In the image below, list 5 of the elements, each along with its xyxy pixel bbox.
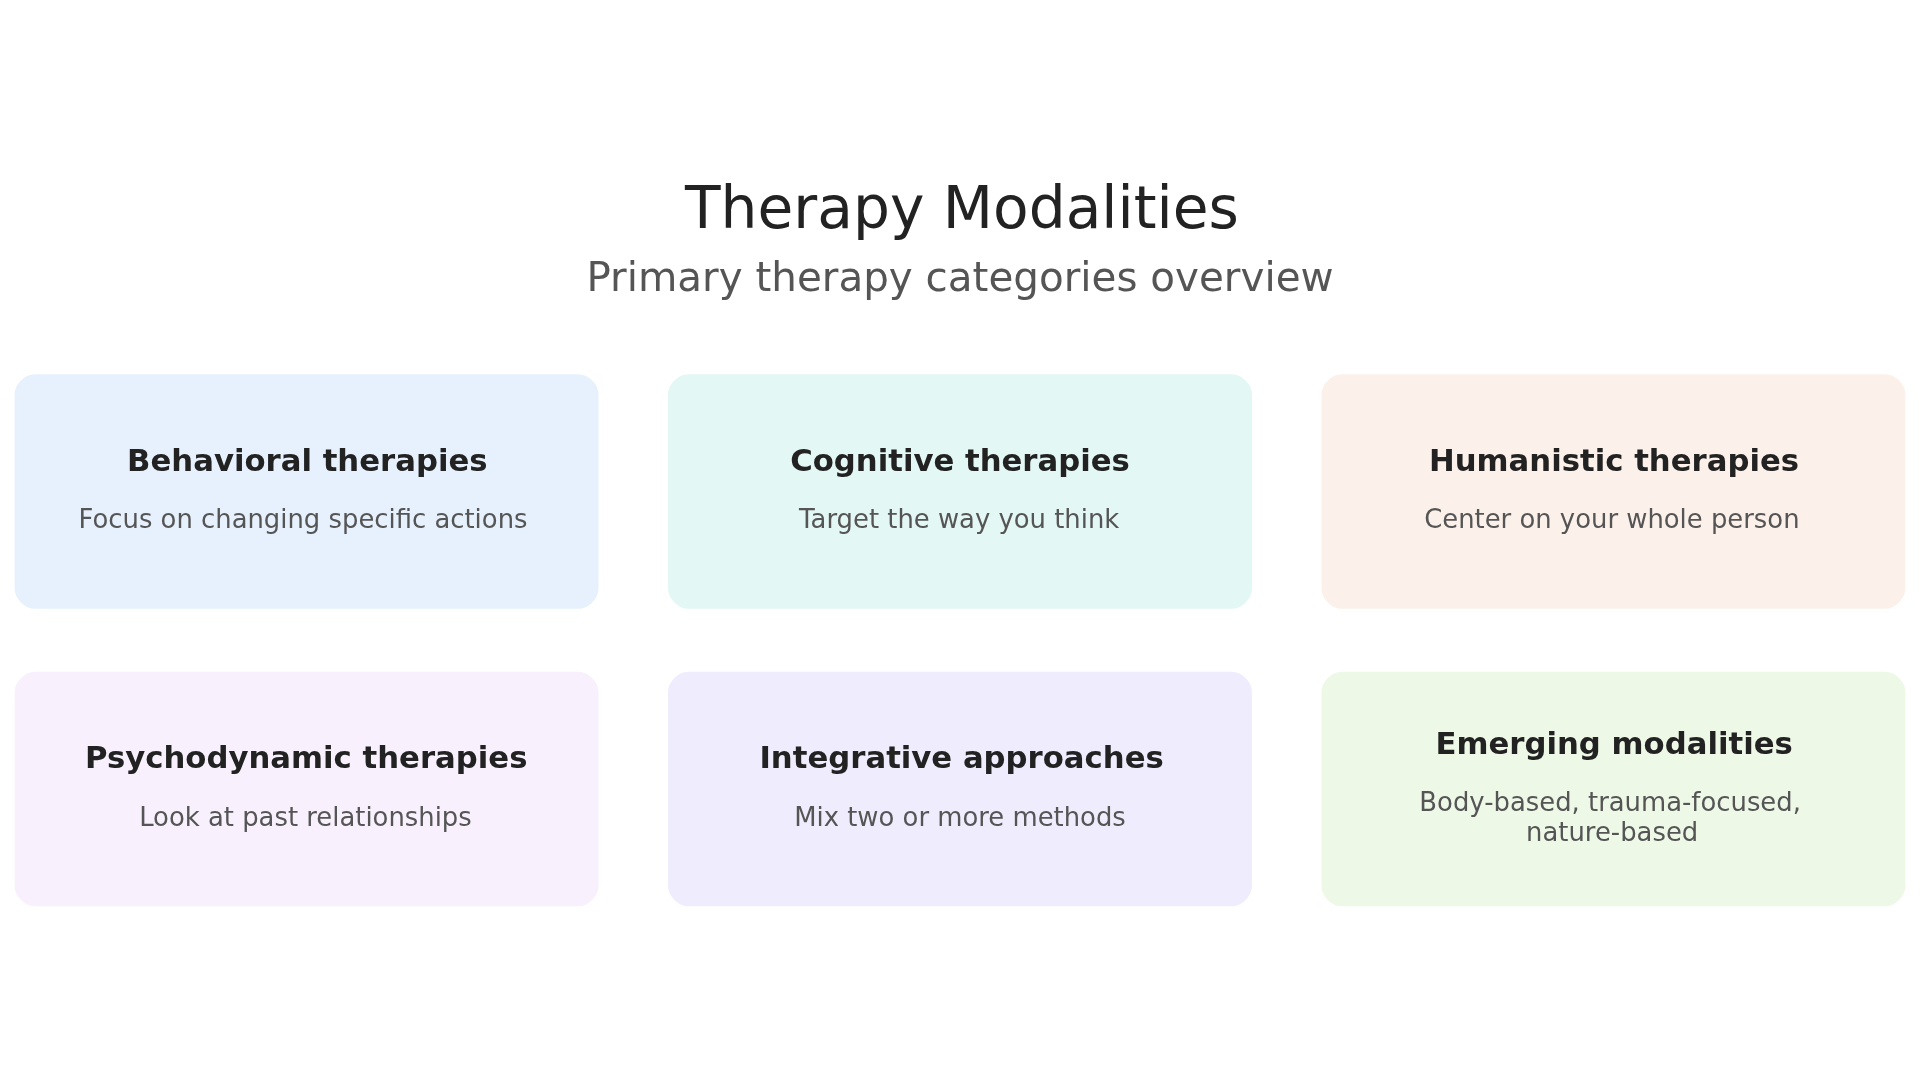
node-box: Emerging modalities Body-based, trauma-focused, nature-based xyxy=(1321,671,1906,907)
label: Primary therapy categories overview xyxy=(586,252,1334,301)
diagram-title: Therapy Modalities xyxy=(685,173,1239,242)
node-box: Behavioral therapies Focus on changing specific actions xyxy=(14,374,599,609)
node-box: Cognitive therapies Target the way you think xyxy=(668,374,1252,609)
